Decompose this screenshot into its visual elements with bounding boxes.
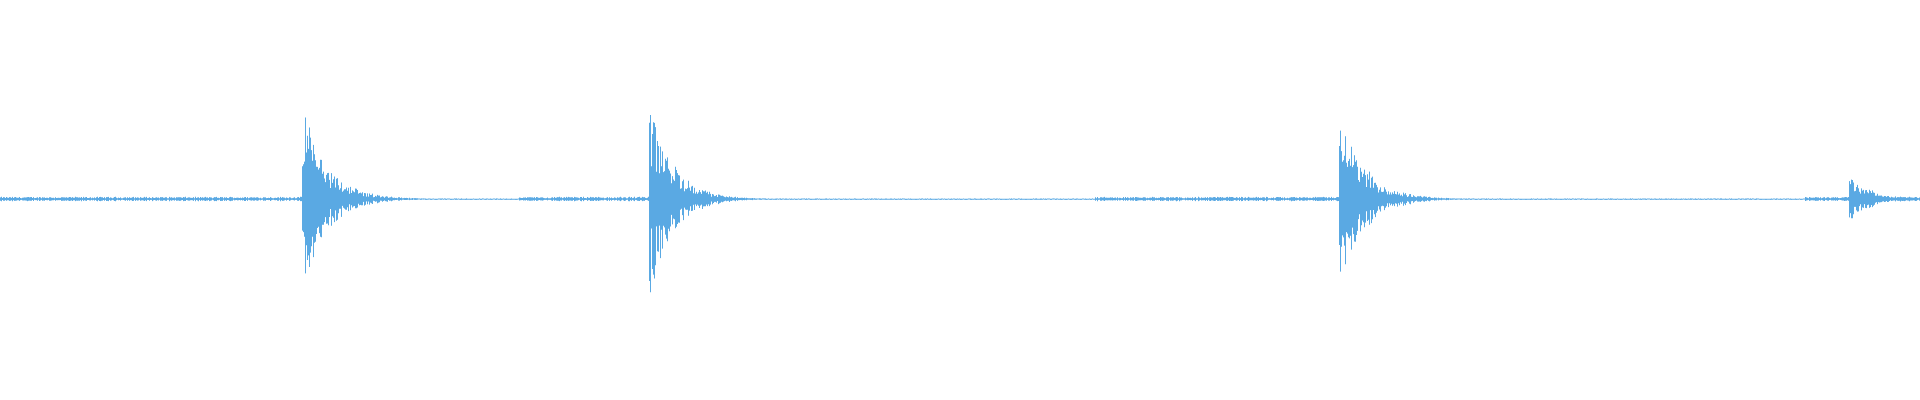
waveform-samples bbox=[0, 115, 1920, 293]
waveform-path bbox=[0, 115, 1920, 293]
